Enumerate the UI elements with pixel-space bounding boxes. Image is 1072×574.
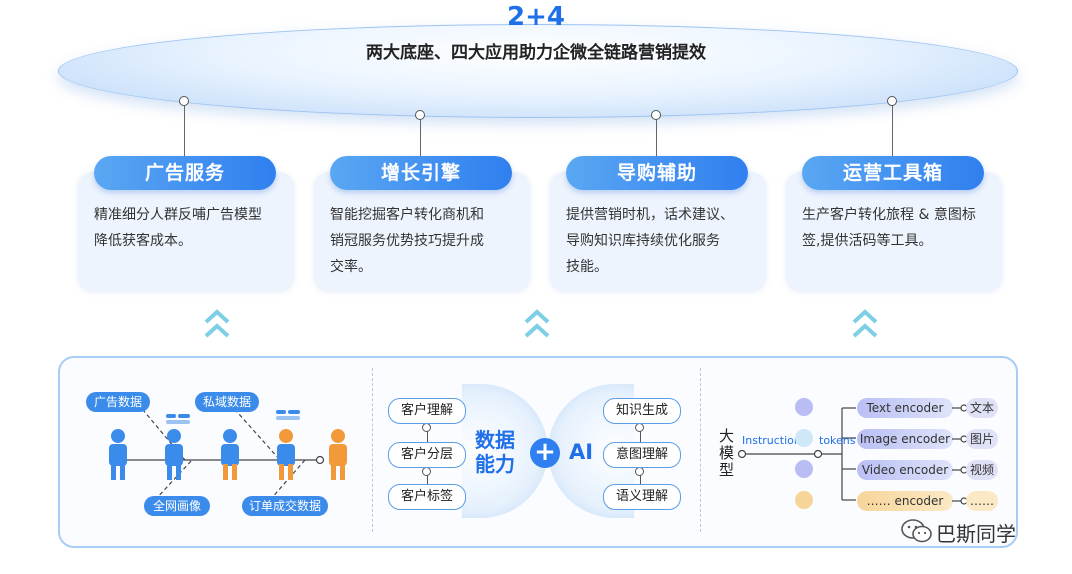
card-line: 销冠服务优势技巧提升成 xyxy=(330,233,484,249)
connector-dot xyxy=(422,423,431,432)
connector-dot xyxy=(422,467,431,476)
platform-ellipse xyxy=(58,24,1018,118)
video-encoder: Video encoder xyxy=(857,460,953,480)
encoder-output-connectors xyxy=(952,404,968,505)
tokens-label: tokens xyxy=(819,434,856,447)
item-customer-understanding: 客户理解 xyxy=(388,398,466,424)
connector-dot xyxy=(651,110,661,120)
card-line: 技能。 xyxy=(566,259,608,275)
chevron-up-icon xyxy=(852,309,878,338)
divider xyxy=(700,368,701,532)
card-ops-toolbox: 生产客户转化旅程 & 意图标 签,提供活码等工具。 xyxy=(786,172,1002,290)
card-line: 交率。 xyxy=(330,259,372,275)
model-connector-lines xyxy=(737,407,856,501)
card-line: 降低获客成本。 xyxy=(94,233,192,249)
other-encoder: …… encoder xyxy=(857,491,953,511)
tag-ad-data: 广告数据 xyxy=(86,392,150,412)
item-customer-tags: 客户标签 xyxy=(388,484,466,510)
card-line: 精准细分人群反哺广告模型 xyxy=(94,207,262,223)
card-title-growth-engine: 增长引擎 xyxy=(330,156,512,190)
card-line: 签,提供活码等工具。 xyxy=(802,233,933,249)
data-people-diagram xyxy=(109,403,347,501)
item-knowledge-generation: 知识生成 xyxy=(603,398,681,424)
image-encoder: Image encoder xyxy=(857,429,953,449)
divider xyxy=(372,368,373,532)
instruction-label: Instruction xyxy=(742,434,801,447)
card-shopping-guide: 提供营销时机，话术建议、 导购知识库持续优化服务 技能。 xyxy=(550,172,766,290)
wechat-icon xyxy=(901,519,932,543)
card-line: 生产客户转化旅程 & 意图标 xyxy=(802,207,976,223)
output-image: 图片 xyxy=(966,429,998,449)
data-capability-label: 数据 能力 xyxy=(475,428,515,476)
tag-order-data: 订单成交数据 xyxy=(242,496,328,516)
card-ad-service: 精准细分人群反哺广告模型 降低获客成本。 xyxy=(78,172,294,290)
token-circle xyxy=(795,491,813,509)
item-intent-understanding: 意图理解 xyxy=(603,442,681,468)
connector-dot xyxy=(887,96,897,106)
tag-private-data: 私域数据 xyxy=(195,392,259,412)
card-title-ops-toolbox: 运营工具箱 xyxy=(802,156,984,190)
connector-dot xyxy=(415,110,425,120)
output-text: 文本 xyxy=(966,398,998,418)
watermark-text: 巴斯同学 xyxy=(936,522,1016,546)
token-circle xyxy=(795,429,813,447)
connector-line xyxy=(892,104,893,160)
chevron-up-icon xyxy=(524,309,550,338)
connector-dot xyxy=(635,423,644,432)
card-title-ad-service: 广告服务 xyxy=(94,156,276,190)
page-title: 2+4 xyxy=(507,2,565,32)
card-line: 智能挖掘客户转化商机和 xyxy=(330,207,484,223)
connector-line xyxy=(184,104,185,160)
chevron-up-icon xyxy=(204,309,230,338)
connector-dot xyxy=(179,96,189,106)
item-customer-segmentation: 客户分层 xyxy=(388,442,466,468)
output-video: 视频 xyxy=(966,460,998,480)
output-other: …… xyxy=(966,491,998,511)
token-circle xyxy=(795,460,813,478)
connector-line xyxy=(420,118,421,160)
tag-web-profile: 全网画像 xyxy=(144,496,210,516)
text-encoder: Text encoder xyxy=(857,398,953,418)
item-semantic-understanding: 语义理解 xyxy=(603,484,681,510)
ai-label: AI xyxy=(569,440,594,464)
large-model-label: 大 模 型 xyxy=(719,427,735,479)
connector-dot xyxy=(635,467,644,476)
token-circle xyxy=(795,398,813,416)
page-subtitle: 两大底座、四大应用助力企微全链路营销提效 xyxy=(366,43,706,63)
connector-line xyxy=(656,118,657,160)
card-line: 提供营销时机，话术建议、 xyxy=(566,207,734,223)
card-growth-engine: 智能挖掘客户转化商机和 销冠服务优势技巧提升成 交率。 xyxy=(314,172,530,290)
plus-icon: + xyxy=(530,438,560,468)
card-title-shopping-guide: 导购辅助 xyxy=(566,156,748,190)
card-line: 导购知识库持续优化服务 xyxy=(566,233,720,249)
